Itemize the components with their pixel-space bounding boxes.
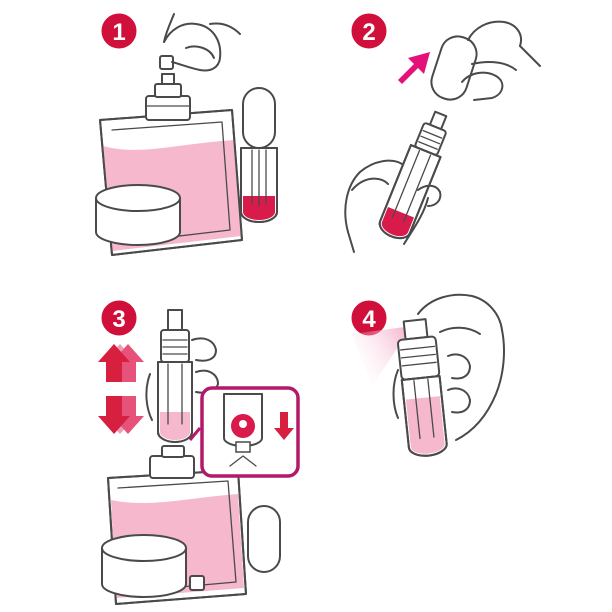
hand-icon — [344, 159, 442, 253]
step-4-panel: 4 — [348, 293, 505, 457]
spray-mist-icon — [352, 326, 412, 386]
step-1-panel: 1 — [95, 10, 278, 256]
step-3-panel: 3 — [98, 297, 300, 605]
hand-icon — [461, 20, 541, 101]
up-right-arrow-icon — [398, 52, 430, 84]
down-arrow-icon — [274, 412, 294, 440]
up-down-arrow-icon — [98, 344, 144, 434]
step-2-number: 2 — [362, 19, 375, 46]
step-1-badge: 1 — [98, 10, 140, 52]
step-3-badge: 3 — [98, 297, 140, 339]
step-badge-circle — [98, 10, 140, 52]
cap-icon — [101, 534, 187, 598]
step-3-number: 3 — [112, 306, 125, 333]
step-2-badge: 2 — [348, 10, 390, 52]
step-badge-circle — [98, 297, 140, 339]
step-4-badge: 4 — [348, 297, 390, 339]
hand-icon — [392, 293, 505, 441]
atomizer-cap-icon — [247, 505, 281, 573]
step-badge-circle — [348, 10, 390, 52]
atomizer-icon — [378, 110, 448, 240]
zoom-detail-box — [188, 386, 300, 478]
cap-icon — [430, 35, 478, 101]
step-1-number: 1 — [112, 19, 125, 46]
step-2-panel: 2 — [344, 10, 541, 253]
step-4-number: 4 — [362, 306, 376, 333]
atomizer-icon — [397, 318, 448, 457]
atomizer-icon — [157, 309, 193, 443]
hand-icon — [159, 13, 241, 72]
nozzle-piece-icon — [189, 575, 205, 591]
atomizer-icon — [240, 87, 278, 223]
cap-icon — [95, 184, 181, 246]
